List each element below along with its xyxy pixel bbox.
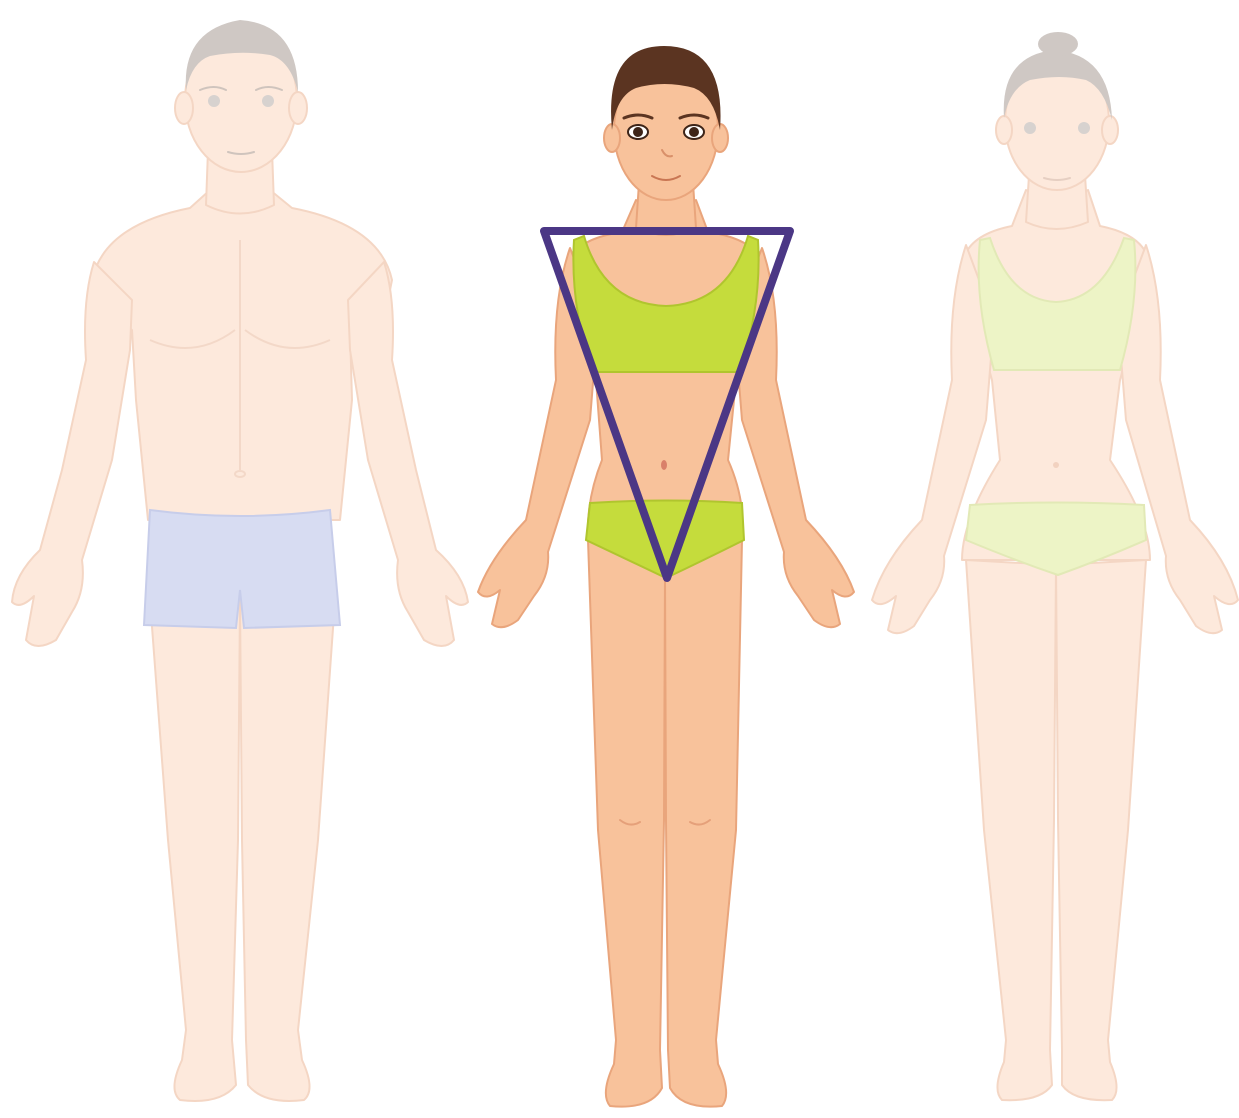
woman-faded-hair-bun bbox=[1038, 32, 1078, 56]
figure-woman-highlighted bbox=[478, 60, 854, 1107]
man-left-arm bbox=[12, 262, 132, 646]
man-shorts bbox=[144, 510, 340, 628]
man-left-ear bbox=[175, 92, 193, 124]
woman-faded-left-leg bbox=[966, 560, 1056, 1100]
man-right-ear bbox=[289, 92, 307, 124]
woman-faded-right-ear bbox=[1102, 116, 1118, 144]
man-right-leg bbox=[240, 600, 335, 1101]
woman-faded-right-leg bbox=[1056, 560, 1146, 1100]
woman-faded-navel bbox=[1053, 462, 1059, 468]
figure-woman-faded bbox=[872, 54, 1238, 1100]
man-right-arm bbox=[348, 262, 468, 646]
man-left-leg bbox=[150, 600, 240, 1101]
woman-faded-left-ear bbox=[996, 116, 1012, 144]
woman-navel bbox=[661, 460, 667, 470]
